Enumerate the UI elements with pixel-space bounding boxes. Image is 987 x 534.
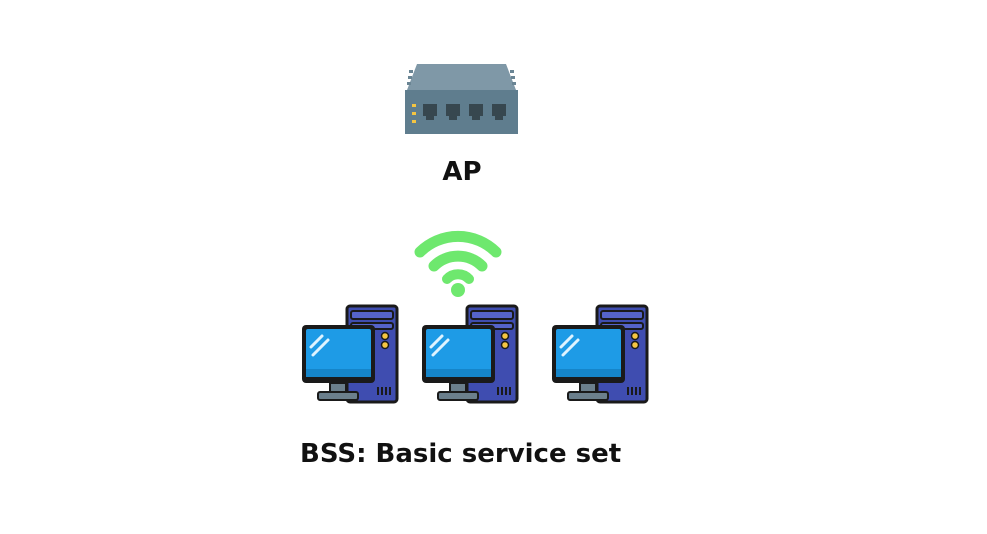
desktop-computer-icon <box>552 304 649 404</box>
desktop-computer-icon <box>422 304 519 404</box>
bss-caption: BSS: Basic service set <box>300 439 622 469</box>
desktop-computer-icon <box>302 304 399 404</box>
ap-label: AP <box>442 157 482 187</box>
network-switch-icon <box>405 64 518 134</box>
wifi-signal-icon <box>414 230 502 297</box>
